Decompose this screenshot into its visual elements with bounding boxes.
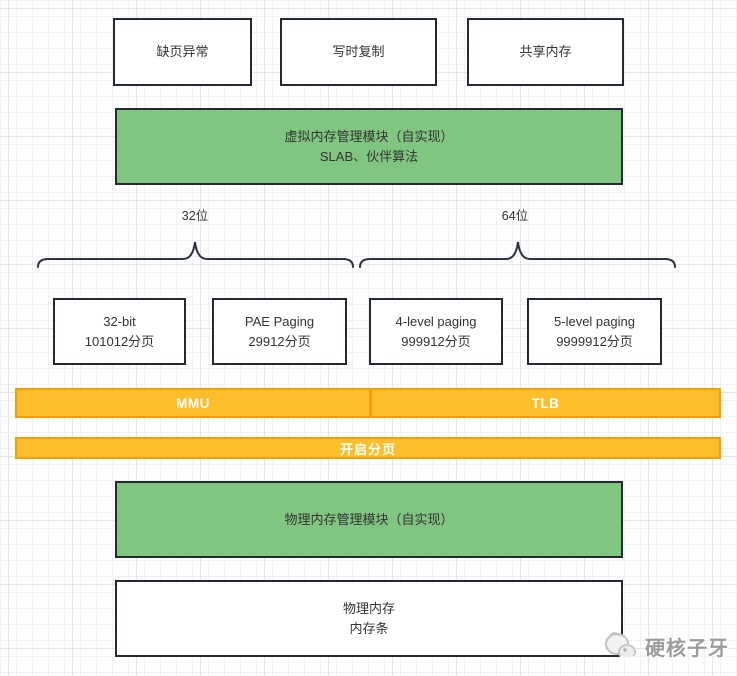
copy-on-write-box: 写时复制 bbox=[280, 18, 437, 86]
copy-on-write-label: 写时复制 bbox=[332, 44, 385, 60]
page-fault-label: 缺页异常 bbox=[156, 44, 209, 60]
hardware-bar: MMU TLB bbox=[15, 388, 721, 418]
arch-label-64bit: 64位 bbox=[501, 209, 529, 223]
paging-pae-title: PAE Paging bbox=[244, 314, 315, 329]
enable-paging-bar: 开启分页 bbox=[15, 437, 721, 459]
right-brace-icon bbox=[359, 241, 676, 268]
virtual-memory-module-box: 虚拟内存管理模块（自实现） SLAB、伙伴算法 bbox=[115, 108, 623, 185]
physical-memory-module-label: 物理内存管理模块（自实现） bbox=[284, 511, 454, 527]
grouping-braces bbox=[37, 241, 676, 268]
physical-memory-box: 物理内存 内存条 bbox=[115, 580, 623, 657]
paging-4level-count: 999912分页 bbox=[401, 333, 471, 349]
left-brace-icon bbox=[37, 241, 354, 268]
paging-32bit-count: 101012分页 bbox=[84, 333, 155, 349]
mascot-icon bbox=[605, 632, 636, 660]
watermark-label: 硬核子牙 bbox=[645, 637, 729, 660]
shared-memory-box: 共享内存 bbox=[467, 18, 624, 86]
paging-4level-title: 4-level paging bbox=[395, 314, 477, 329]
virtual-memory-module-title: 虚拟内存管理模块（自实现） bbox=[284, 129, 454, 144]
paging-pae-box: PAE Paging 29912分页 bbox=[212, 298, 347, 365]
paging-32bit-title: 32-bit bbox=[103, 314, 136, 329]
paging-pae-count: 29912分页 bbox=[248, 333, 311, 349]
physical-memory-subtitle: 内存条 bbox=[349, 620, 389, 636]
paging-5level-count: 9999912分页 bbox=[556, 333, 633, 349]
virtual-memory-module-subtitle: SLAB、伙伴算法 bbox=[319, 148, 419, 164]
paging-5level-title: 5-level paging bbox=[554, 314, 635, 329]
tlb-segment: TLB bbox=[369, 390, 719, 416]
paging-32bit-box: 32-bit 101012分页 bbox=[53, 298, 186, 365]
shared-memory-label: 共享内存 bbox=[519, 44, 572, 60]
enable-paging-label: 开启分页 bbox=[339, 441, 396, 457]
arch-label-32bit: 32位 bbox=[181, 209, 209, 223]
tlb-label: TLB bbox=[531, 395, 560, 411]
page-fault-box: 缺页异常 bbox=[113, 18, 252, 86]
physical-memory-module-box: 物理内存管理模块（自实现） bbox=[115, 481, 623, 558]
mmu-label: MMU bbox=[176, 395, 210, 411]
paging-5level-box: 5-level paging 9999912分页 bbox=[527, 298, 662, 365]
mmu-segment: MMU bbox=[17, 390, 369, 416]
paging-4level-box: 4-level paging 999912分页 bbox=[369, 298, 503, 365]
watermark: 硬核子牙 bbox=[603, 626, 729, 666]
physical-memory-title: 物理内存 bbox=[342, 601, 395, 616]
